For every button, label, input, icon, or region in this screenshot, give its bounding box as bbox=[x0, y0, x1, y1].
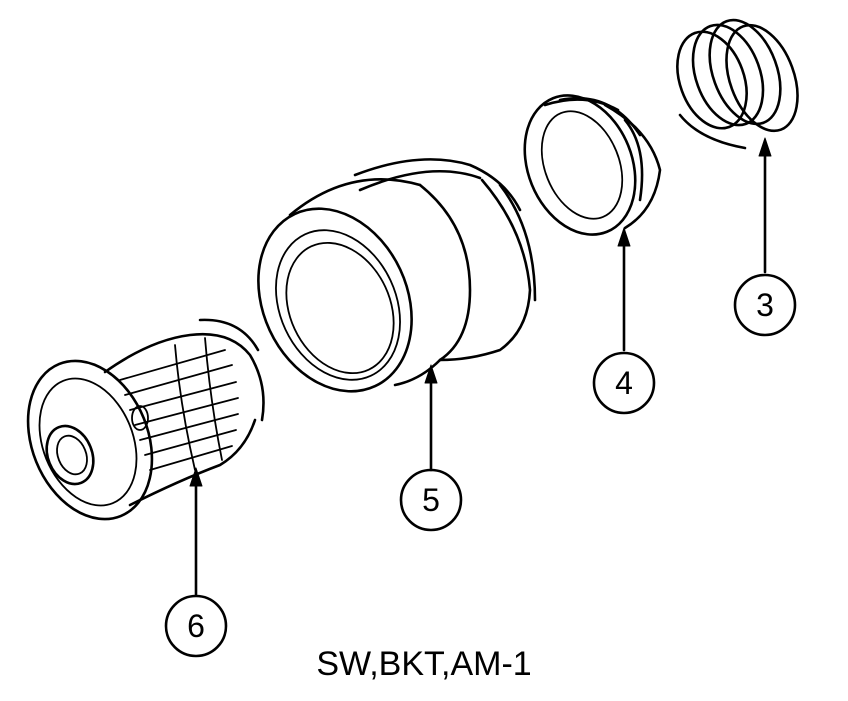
callout-5: 5 bbox=[399, 468, 463, 532]
callout-4-label: 4 bbox=[615, 365, 633, 401]
callout-5-label: 5 bbox=[422, 482, 440, 518]
diagram-caption: SW,BKT,AM-1 bbox=[316, 645, 532, 683]
callout-3-label: 3 bbox=[756, 287, 774, 323]
part-3-spring bbox=[676, 18, 799, 150]
leader-arrow-6 bbox=[189, 467, 203, 597]
part-6-cylinder bbox=[26, 318, 265, 521]
callout-6-label: 6 bbox=[187, 608, 205, 644]
leader-arrow-5 bbox=[424, 364, 438, 472]
leader-arrow-4 bbox=[617, 227, 631, 352]
part-5-housing bbox=[257, 158, 537, 393]
part-4-ring bbox=[523, 94, 662, 236]
leader-arrow-3 bbox=[758, 137, 772, 274]
callout-4: 4 bbox=[592, 351, 656, 415]
callout-6: 6 bbox=[164, 594, 228, 658]
callout-3: 3 bbox=[733, 273, 797, 337]
